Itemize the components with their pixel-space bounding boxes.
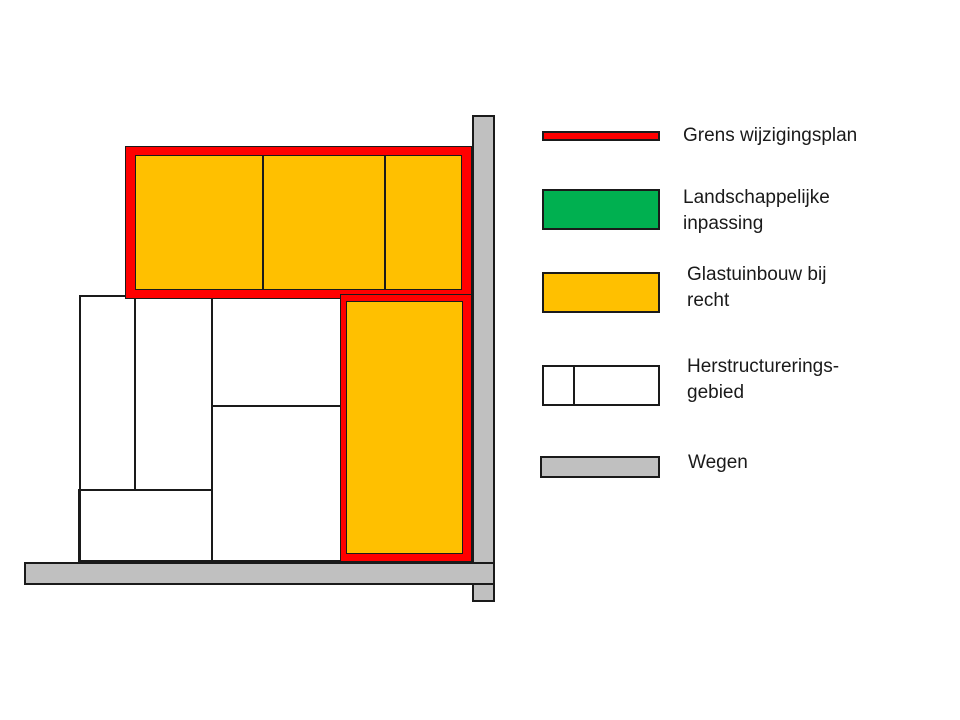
plot-center-top [211,297,342,407]
glastuinbouw-right-block [346,301,463,554]
herstructurering-swatch-icon [542,365,660,406]
wegen-swatch-icon [540,456,660,478]
legend-label: Glastuinbouw bij [687,264,827,285]
plot-center-bottom [211,405,342,563]
glastuinbouw-top-block [135,155,462,290]
parcel-divider-1 [262,155,264,290]
plot-left-column [79,295,136,492]
glastuinbouw-swatch-icon [542,272,660,313]
plot-left-middle [134,297,213,492]
legend-label: Wegen [688,452,748,473]
grens-swatch-icon [542,131,660,141]
legend-label-line2: inpassing [683,213,764,234]
legend-label-line2: gebied [687,382,745,403]
landschap-swatch-icon [542,189,660,230]
legend-label: Herstructurerings- [687,356,840,377]
legend-label: Grens wijzigingsplan [683,125,858,146]
swatch-divider [573,367,575,404]
parcel-divider-2 [384,155,386,290]
road-horizontal [24,562,495,585]
plot-bottom-left [78,489,213,563]
legend-label: Landschappelijke [683,187,830,208]
road-vertical [472,115,495,602]
legend-label-line2: recht [687,290,730,311]
